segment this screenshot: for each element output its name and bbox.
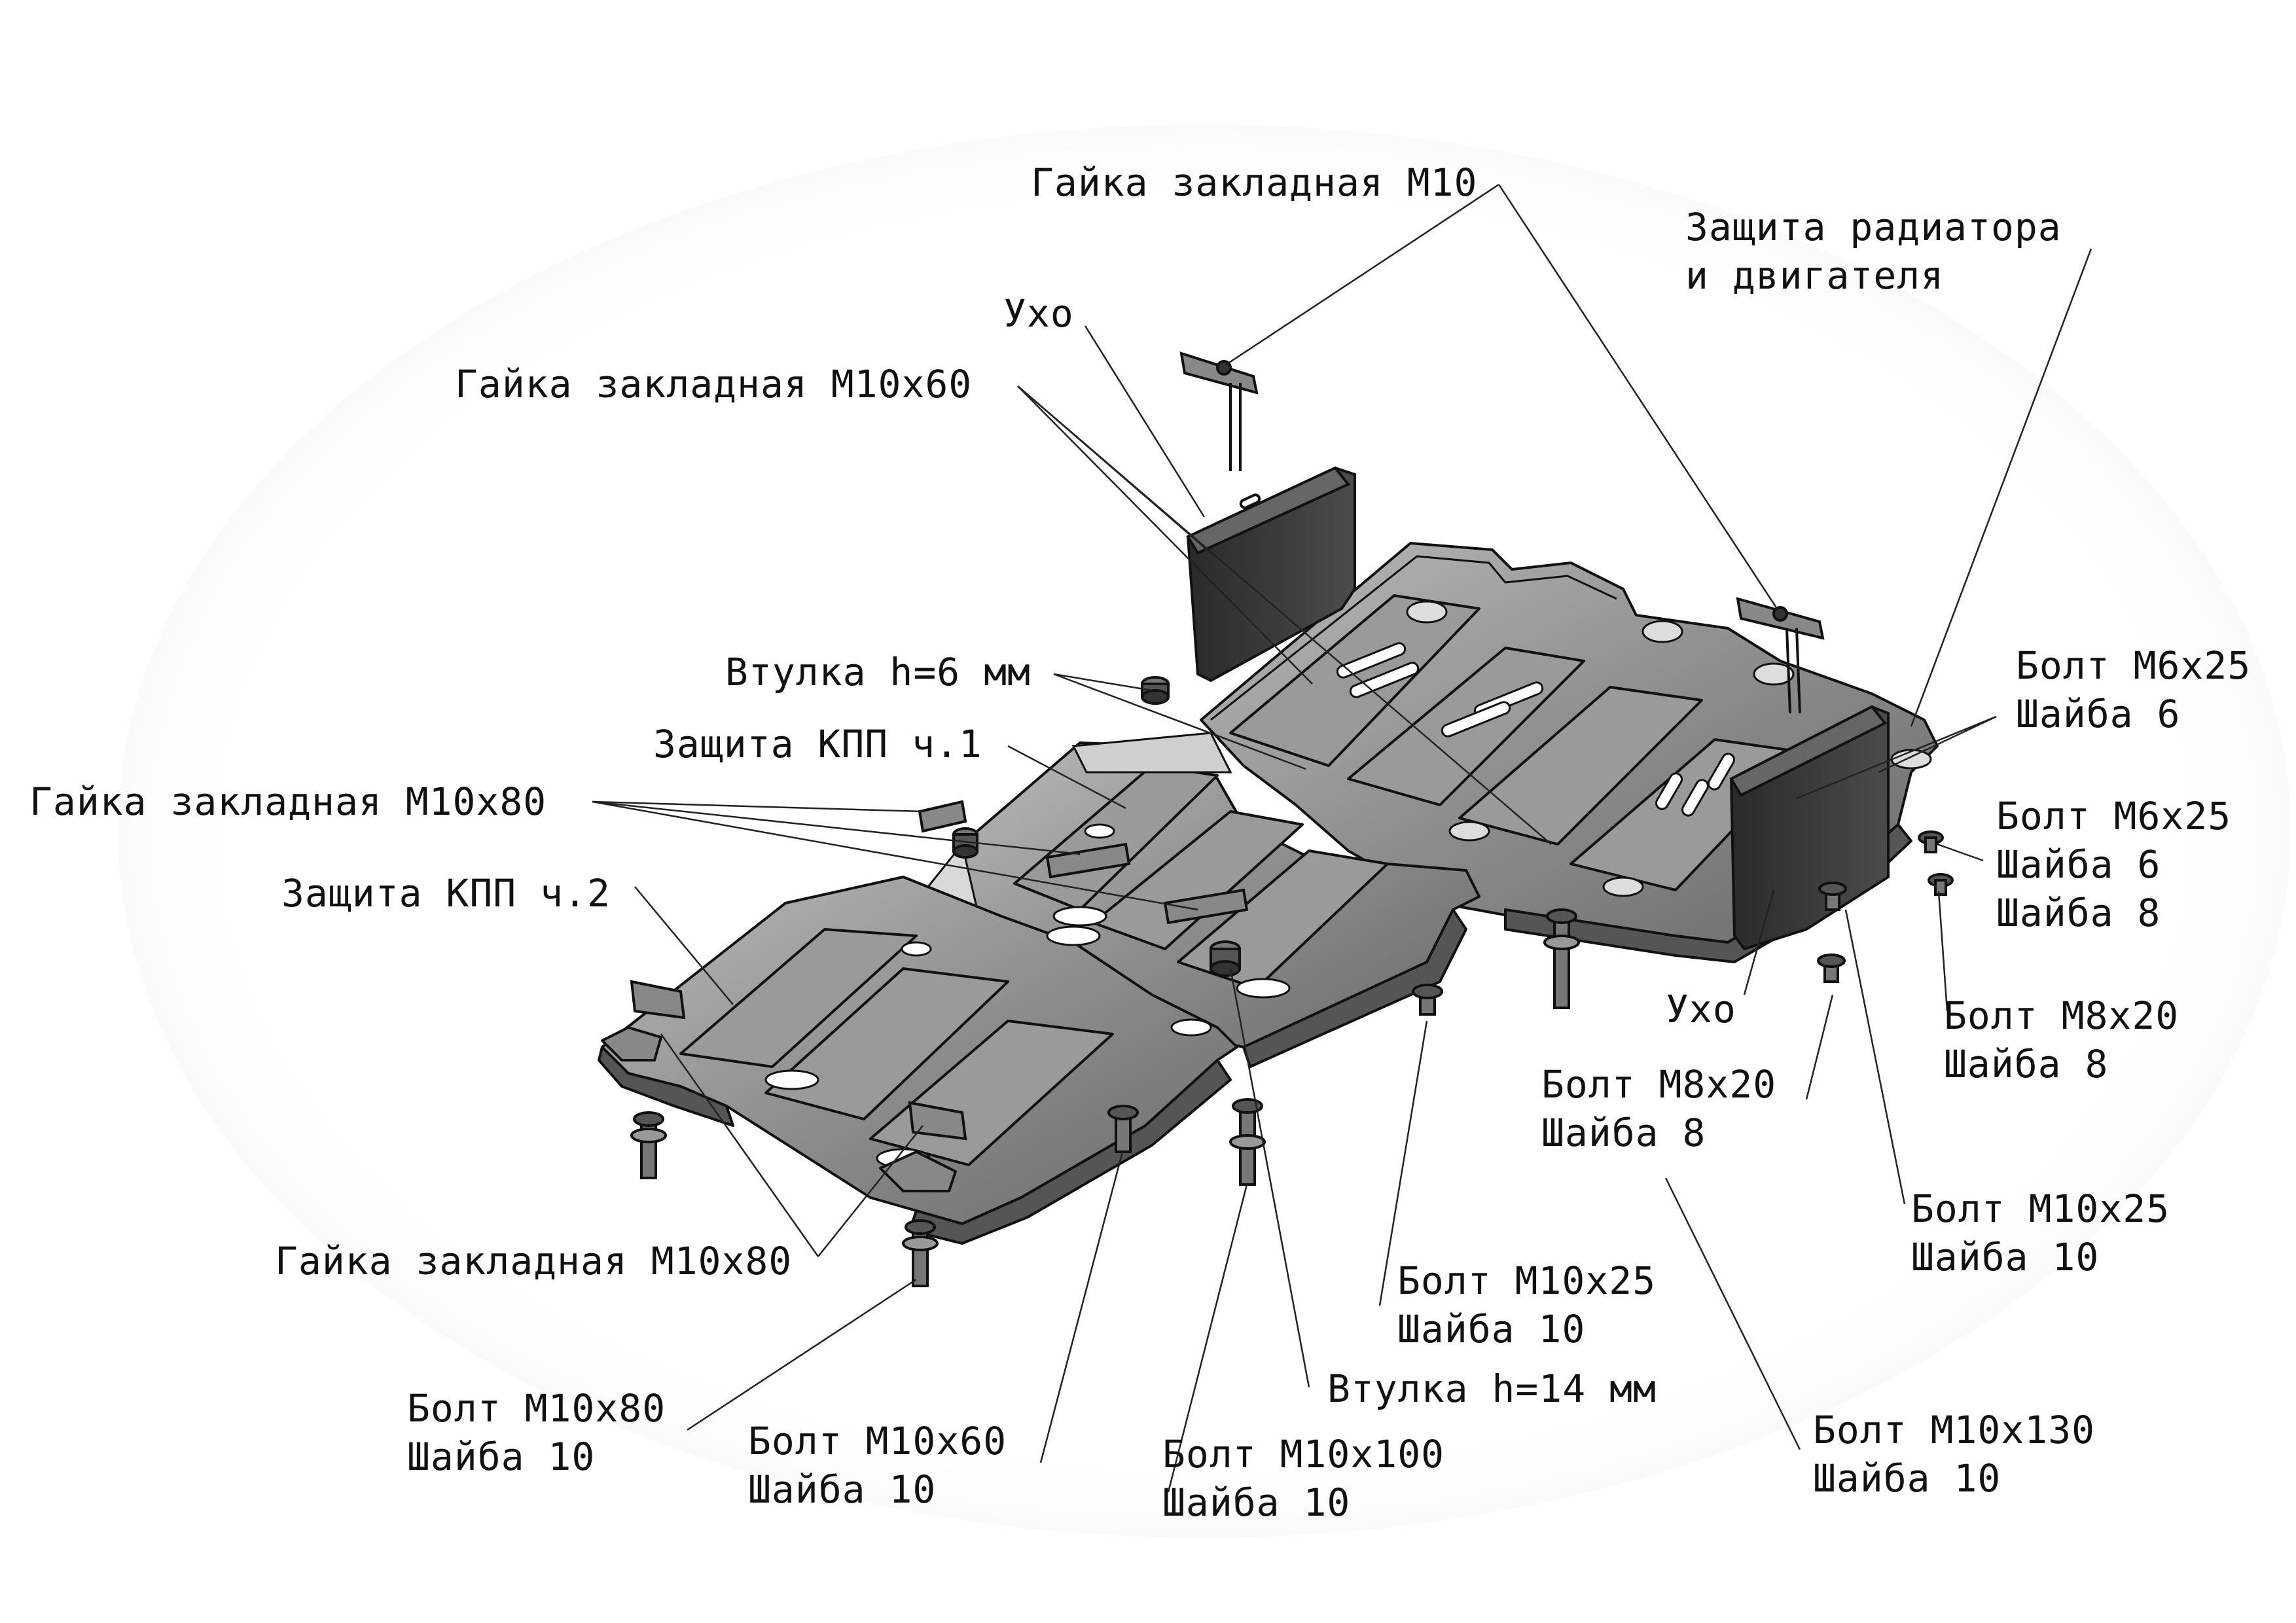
label-ear-bottom: Ухо xyxy=(1666,987,1736,1031)
bolt-m10x130 xyxy=(1543,908,1580,1009)
label-bolt-m10x25-right: Болт М10х25 Шайба 10 xyxy=(1911,1186,2170,1279)
bolt-m6x25 xyxy=(1918,830,1944,853)
bolt-m8x20-mid xyxy=(1817,954,1846,983)
bushing-14mm xyxy=(1210,940,1241,977)
label-kpp-guard-part-2: Защита КПП ч.2 xyxy=(281,871,611,916)
label-bushing-6mm: Втулка h=6 мм xyxy=(725,650,1031,694)
label-embed-nut-m10x60: Гайка закладная М10х60 xyxy=(455,362,973,406)
label-bolt-m10x130: Болт М10х130 Шайба 10 xyxy=(1813,1408,2096,1501)
bolt-m10x100 xyxy=(1229,1098,1266,1186)
bolt-m10x25-right xyxy=(1818,882,1847,911)
bolt-m8x20-right xyxy=(1928,873,1954,896)
bolts xyxy=(630,830,1954,1287)
label-embed-nut-m10x80-bottom: Гайка закладная М10х80 xyxy=(275,1239,793,1283)
embed-nut-m10-right xyxy=(1736,597,1825,714)
label-kpp-guard-part-1: Защита КПП ч.1 xyxy=(653,722,982,766)
bushing-kpp xyxy=(952,827,978,859)
label-radiator-engine-guard: Защита радиатора и двигателя xyxy=(1685,205,2062,298)
label-ear-top: Ухо xyxy=(1003,291,1074,336)
embed-nut-m10x80-front xyxy=(630,800,1249,1141)
label-bolt-m6x25-b: Болт М6х25 Шайба 6 Шайба 8 xyxy=(1996,794,2232,935)
label-embed-nut-m10: Гайка закладная М10 xyxy=(1031,160,1478,205)
label-bolt-m10x60: Болт М10х60 Шайба 10 xyxy=(748,1419,1007,1512)
label-embed-nut-m10x80-top: Гайка закладная М10х80 xyxy=(29,779,547,824)
label-bolt-m6x25-a: Болт М6х25 Шайба 6 xyxy=(2016,643,2251,736)
label-bolt-m10x80: Болт М10х80 Шайба 10 xyxy=(407,1386,666,1479)
label-bolt-m8x20-mid: Болт М8х20 Шайба 8 xyxy=(1541,1062,1777,1155)
label-bolt-m10x100: Болт М10х100 Шайба 10 xyxy=(1162,1432,1445,1525)
bolt-m10x25-mid xyxy=(1412,984,1443,1016)
label-bushing-14mm: Втулка h=14 мм xyxy=(1327,1366,1657,1411)
label-bolt-m8x20-right: Болт М8х20 Шайба 8 xyxy=(1944,993,2179,1086)
bolt-m10x80-b xyxy=(902,1219,939,1287)
ear-bracket-right xyxy=(1729,705,1890,951)
bolt-m10x60 xyxy=(1107,1105,1139,1153)
leader-lines xyxy=(592,183,2092,1493)
bushing-6mm xyxy=(1141,676,1170,705)
label-bolt-m10x25-mid: Болт М10х25 Шайба 10 xyxy=(1397,1258,1657,1351)
embed-nut-m10 xyxy=(1179,351,1259,471)
ear-bracket-top xyxy=(1186,466,1356,683)
bolt-m10x80-a xyxy=(630,1111,667,1179)
